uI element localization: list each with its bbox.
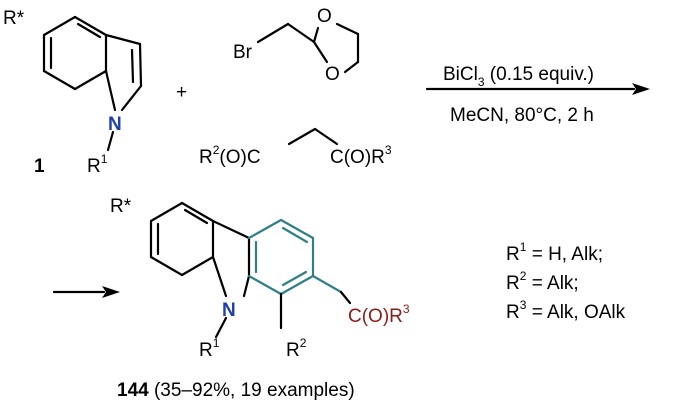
bromomethyl-dioxolane <box>256 22 360 74</box>
indole-nitrogen-label: N <box>108 114 122 135</box>
product-r2-label: R2 <box>286 336 307 361</box>
conditions-solvent-temp-time: MeCN, 80°C, 2 h <box>450 105 594 126</box>
conditions-catalyst: BiCl3 (0.15 equiv.) <box>443 64 594 89</box>
carbazole-product <box>149 201 352 339</box>
dioxolane-oxygen-bottom: O <box>325 64 340 85</box>
malonate-left-group: R2(O)C <box>199 143 261 168</box>
dioxolane-oxygen-top: O <box>317 6 332 27</box>
product-arrow-head <box>102 286 120 298</box>
indole-r1-label: R1 <box>87 152 108 177</box>
definition-r1: R1 = H, Alk; <box>506 240 603 265</box>
product-caption: 144 (35–92%, 19 examples) <box>117 380 355 401</box>
indole-substituent: R* <box>3 8 25 29</box>
definition-r2: R2 = Alk; <box>506 269 579 294</box>
malonate-right-group: C(O)R3 <box>330 143 392 168</box>
plus-sign: + <box>176 82 187 103</box>
indole-reactant <box>42 15 143 152</box>
product-ester-group: C(O)R3 <box>348 302 410 327</box>
bromine-label: Br <box>233 42 253 63</box>
compound-number-1: 1 <box>34 156 45 177</box>
product-nitrogen-label: N <box>222 300 236 321</box>
product-substituent: R* <box>110 196 132 217</box>
reaction-arrow-head <box>632 83 650 95</box>
product-r1-label: R1 <box>199 336 220 361</box>
definition-r3: R3 = Alk, OAlk <box>506 298 626 323</box>
malonate-reagent <box>287 127 339 146</box>
